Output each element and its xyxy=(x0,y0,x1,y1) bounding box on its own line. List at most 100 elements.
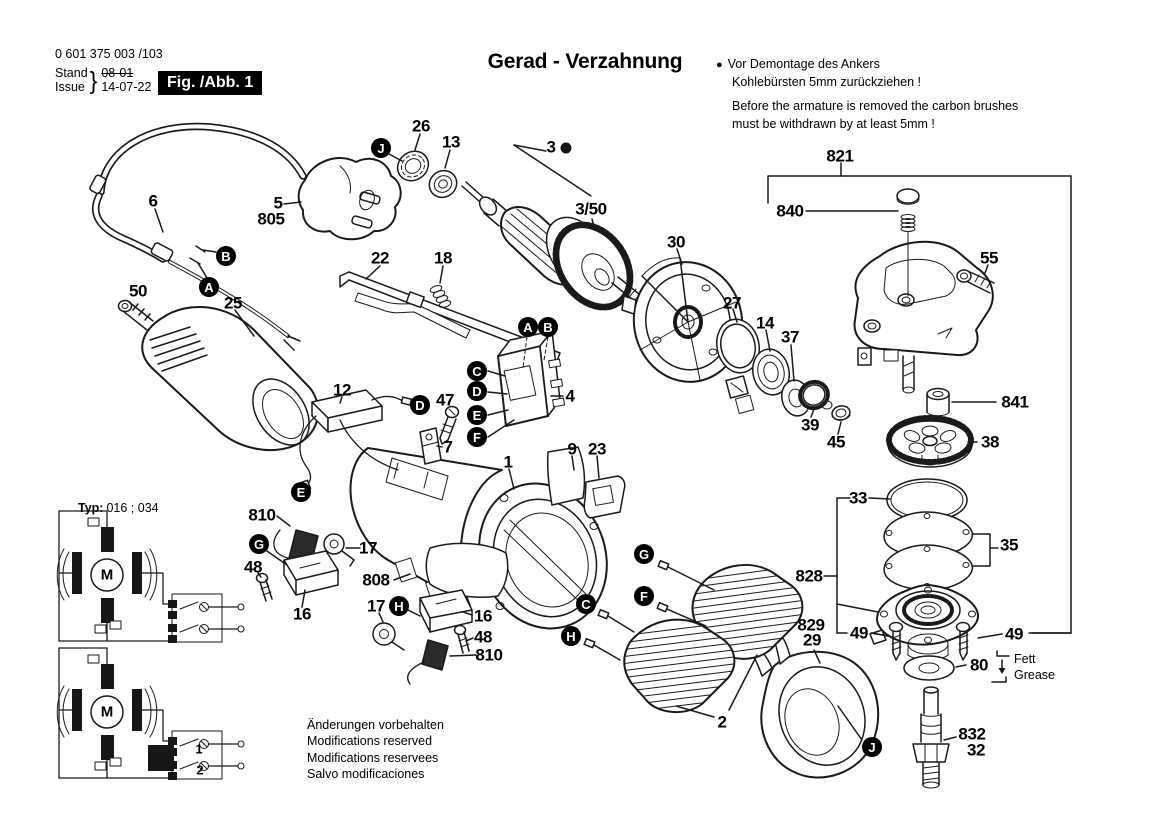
part-label-30: 30 xyxy=(666,232,686,252)
circuit-label-1: 1 xyxy=(195,741,203,757)
grease-note-en: Grease xyxy=(1014,667,1055,682)
brace-glyph: } xyxy=(89,65,98,95)
warning-note: ●Vor Demontage des Ankers Kohlebürsten 5… xyxy=(716,56,1018,133)
letter-badge-C: C xyxy=(576,594,596,614)
part-label-80: 80 xyxy=(969,655,989,675)
grease-note-de: Fett xyxy=(1014,652,1036,666)
warning-en-1: Before the armature is removed the carbo… xyxy=(732,99,1019,113)
part-label-821: 821 xyxy=(826,146,854,166)
part-label-9: 9 xyxy=(567,439,577,459)
stand-label: Stand xyxy=(55,66,88,80)
part-label-45: 45 xyxy=(826,432,846,452)
part-label-841: 841 xyxy=(1001,392,1029,412)
circuit-label-2: 2 xyxy=(196,762,204,778)
grease-symbol xyxy=(991,650,1010,683)
spindle-art xyxy=(912,686,957,789)
part-label-13: 13 xyxy=(441,132,461,152)
part-label-23: 23 xyxy=(587,439,607,459)
bracket-828 xyxy=(823,497,889,637)
revision-block: Stand Issue } 08-01 14-07-22 xyxy=(55,66,151,95)
part-label-18: 18 xyxy=(433,248,453,268)
part-label-4: 4 xyxy=(565,386,575,406)
power-cord-art xyxy=(89,122,402,351)
footer-note-es: Salvo modificaciones xyxy=(307,766,425,781)
part-label-1: 1 xyxy=(503,452,513,472)
letter-badge-G: G xyxy=(249,534,269,554)
part-label-39: 39 xyxy=(800,415,820,435)
letter-badge-H: H xyxy=(561,626,581,646)
letter-badge-J: J xyxy=(862,737,882,757)
footer-note-fr: Modifications reservees xyxy=(307,750,439,765)
letter-badge-B: B xyxy=(216,246,236,266)
circuit-label-M: M xyxy=(100,566,114,584)
part-label-6: 6 xyxy=(148,191,158,211)
footer-note-de: Änderungen vorbehalten xyxy=(307,718,444,732)
type-note: Typ:016 ; 034 xyxy=(78,501,159,515)
issue-label: Issue xyxy=(55,80,85,95)
gaskets-35-art xyxy=(883,511,999,591)
letter-badge-H: H xyxy=(389,596,409,616)
brush-set-left-art xyxy=(255,515,361,608)
part-label-32: 32 xyxy=(966,740,986,760)
warning-en-2: must be withdrawn by at least 5mm ! xyxy=(732,116,935,131)
stator-art xyxy=(583,559,804,718)
part-label-55: 55 xyxy=(979,248,999,268)
part-label-829: 829 xyxy=(797,615,825,635)
part-label-49: 49 xyxy=(1004,624,1024,644)
part-label-840: 840 xyxy=(776,201,804,221)
circuit-diagram xyxy=(56,510,245,643)
part-label-50: 50 xyxy=(128,281,148,301)
letter-badge-D: D xyxy=(467,381,487,401)
letter-badge-B: B xyxy=(538,317,558,337)
part-label-3: 3 xyxy=(546,137,556,157)
switch-art xyxy=(487,330,566,438)
part-label-810: 810 xyxy=(248,505,276,525)
part-number: 0 601 375 003 /103 xyxy=(55,47,163,61)
part-label-5: 5 xyxy=(273,193,283,213)
part-label-33: 33 xyxy=(848,488,868,508)
part-label-48: 48 xyxy=(473,627,493,647)
part-label-7: 7 xyxy=(443,437,453,457)
part-label-29: 29 xyxy=(802,630,822,650)
part-label-12: 12 xyxy=(332,380,352,400)
letter-badge-A: A xyxy=(199,277,219,297)
suppressor-symbol xyxy=(148,745,174,771)
part-label-14: 14 xyxy=(755,313,775,333)
letter-badge-E: E xyxy=(291,482,311,502)
part-label-25: 25 xyxy=(223,293,243,313)
brush-set-right-art xyxy=(372,589,477,685)
type-note-label: Typ: xyxy=(78,501,104,515)
part-label-27: 27 xyxy=(722,293,742,313)
part-label-48: 48 xyxy=(243,557,263,577)
washer-80-art xyxy=(903,655,967,681)
letter-badge-D: D xyxy=(410,395,430,415)
part-label-805: 805 xyxy=(257,209,285,229)
letter-badge-G: G xyxy=(634,544,654,564)
part-label-35: 35 xyxy=(999,535,1019,555)
part-label-26: 26 xyxy=(411,116,431,136)
part-label-810: 810 xyxy=(475,645,503,665)
warning-de-1: Vor Demontage des Ankers xyxy=(727,57,880,71)
part-label-38: 38 xyxy=(980,432,1000,452)
part-label-47: 47 xyxy=(435,390,455,410)
stand-value: 08-01 xyxy=(101,66,134,80)
flange-30-art xyxy=(621,248,744,383)
part-label-808: 808 xyxy=(362,570,390,590)
clamp-bar-art xyxy=(339,265,561,367)
rings-27-14-37-art xyxy=(715,308,811,417)
oring-33-art xyxy=(836,478,968,522)
part-label-49: 49 xyxy=(849,623,869,643)
pinion-39-art xyxy=(798,379,851,435)
cover-plate-art xyxy=(393,542,509,599)
motor-housing-art xyxy=(141,306,320,451)
part-label-17: 17 xyxy=(366,596,386,616)
figure-label: Fig. /Abb. 1 xyxy=(158,71,263,95)
footer-notes: Änderungen vorbehalten Modifications res… xyxy=(307,717,444,782)
part-label-832: 832 xyxy=(958,724,986,744)
page-title: Gerad - Verzahnung xyxy=(487,50,683,73)
crown-gear-art xyxy=(885,415,978,468)
suppressor-art xyxy=(299,389,460,492)
letter-badge-F: F xyxy=(634,586,654,606)
